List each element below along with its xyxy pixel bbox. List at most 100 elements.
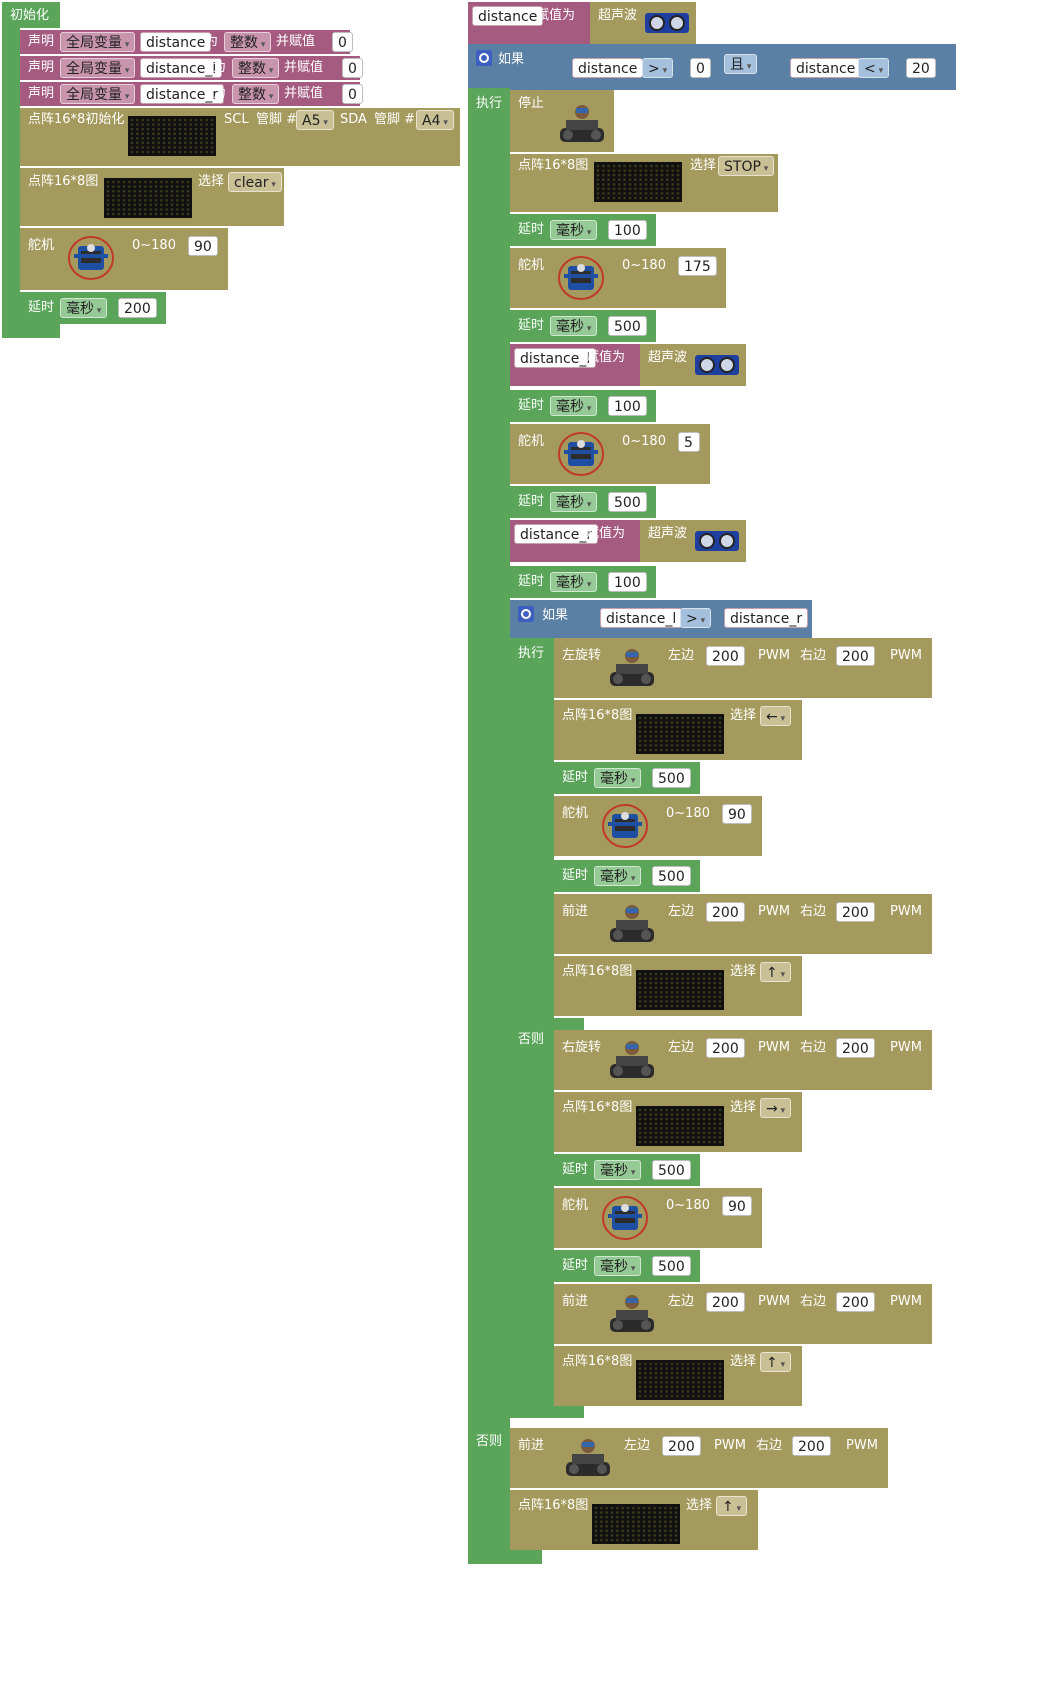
cmp1-var[interactable]: distance xyxy=(572,58,644,78)
type-dropdown[interactable]: 整数 xyxy=(232,84,280,104)
cmp2-op[interactable]: < xyxy=(858,58,890,78)
left-turn-lval[interactable]: 200 xyxy=(706,646,745,666)
var-name-field[interactable]: distance_l xyxy=(140,58,223,78)
cmp2-val[interactable]: 20 xyxy=(906,58,936,78)
servo-2-value[interactable]: 5 xyxy=(678,432,700,452)
sda-pin-dropdown[interactable]: A4 xyxy=(416,110,454,130)
setup-bottom-bar[interactable] xyxy=(2,320,60,338)
forward-1-right: 右边 xyxy=(800,904,827,919)
delay-2-unit[interactable]: 毫秒 xyxy=(550,316,598,336)
init-value-field[interactable]: 0 xyxy=(342,58,363,78)
delay-unit-dropdown[interactable]: 毫秒 xyxy=(60,298,108,318)
matrix-init-block[interactable] xyxy=(20,108,460,166)
forward-1-lval[interactable]: 200 xyxy=(706,902,745,922)
delay-3-unit[interactable]: 毫秒 xyxy=(550,396,598,416)
var-name-field[interactable]: distance_r xyxy=(140,84,225,104)
matrix-left-dropdown[interactable]: ← xyxy=(760,706,792,726)
matrix-up-2-dropdown[interactable]: ↑ xyxy=(760,1352,792,1372)
forward-3-rval[interactable]: 200 xyxy=(792,1436,831,1456)
gear-icon xyxy=(518,606,534,622)
delay-7-unit[interactable]: 毫秒 xyxy=(594,866,642,886)
delay-5-value[interactable]: 100 xyxy=(608,572,647,592)
delay-5-unit[interactable]: 毫秒 xyxy=(550,572,598,592)
left-turn-rval[interactable]: 200 xyxy=(836,646,875,666)
delay-1-value[interactable]: 100 xyxy=(608,220,647,240)
setup-body-bar[interactable] xyxy=(2,26,20,338)
else2-divider[interactable] xyxy=(510,1018,584,1030)
right-turn-lval[interactable]: 200 xyxy=(706,1038,745,1058)
matrix-right-dropdown[interactable]: → xyxy=(760,1098,792,1118)
delay-9-unit[interactable]: 毫秒 xyxy=(594,1256,642,1276)
assign-l-var[interactable]: distance_l xyxy=(514,348,597,368)
init-value-field[interactable]: 0 xyxy=(342,84,363,104)
cmp1-val[interactable]: 0 xyxy=(690,58,711,78)
pattern-dropdown[interactable]: clear xyxy=(228,172,282,192)
if2-var2[interactable]: distance_r xyxy=(724,608,809,628)
servo-motor-icon xyxy=(558,256,604,300)
delay-6-unit[interactable]: 毫秒 xyxy=(594,768,642,788)
declare-kw: 声明 xyxy=(28,86,55,101)
delay-2-value[interactable]: 500 xyxy=(608,316,647,336)
servo-2[interactable] xyxy=(510,424,710,484)
forward-2-pwm2: PWM xyxy=(890,1294,922,1309)
delay-9-value[interactable]: 500 xyxy=(652,1256,691,1276)
delay-4-value[interactable]: 500 xyxy=(608,492,647,512)
assign-var-field[interactable]: distance xyxy=(472,6,544,26)
assign-r-var[interactable]: distance_r xyxy=(514,524,599,544)
scl-pin-dropdown[interactable]: A5 xyxy=(296,110,334,130)
servo-1-value[interactable]: 175 xyxy=(678,256,717,276)
matrix-up-1-dropdown[interactable]: ↑ xyxy=(760,962,792,982)
servo-4-value[interactable]: 90 xyxy=(722,1196,752,1216)
delay-4-unit[interactable]: 毫秒 xyxy=(550,492,598,512)
forward-1-rval[interactable]: 200 xyxy=(836,902,875,922)
delay-8-value[interactable]: 500 xyxy=(652,1160,691,1180)
led-matrix-icon xyxy=(636,714,724,754)
right-turn-rval[interactable]: 200 xyxy=(836,1038,875,1058)
if2-op[interactable]: > xyxy=(680,608,712,628)
servo-angle-field[interactable]: 90 xyxy=(188,236,218,256)
servo-2-label: 舵机 xyxy=(518,434,545,449)
cmp1-op[interactable]: > xyxy=(642,58,674,78)
servo-label: 舵机 xyxy=(28,238,55,253)
scl-pin-label: 管脚 # xyxy=(256,112,298,127)
scope-dropdown[interactable]: 全局变量 xyxy=(60,32,136,52)
delay-7-value[interactable]: 500 xyxy=(652,866,691,886)
if2-var1[interactable]: distance_l xyxy=(600,608,683,628)
setup-hat-block[interactable] xyxy=(2,2,60,28)
delay-value-field[interactable]: 200 xyxy=(118,298,157,318)
cmp2-var[interactable]: distance xyxy=(790,58,862,78)
type-dropdown[interactable]: 整数 xyxy=(224,32,272,52)
delay-1-unit[interactable]: 毫秒 xyxy=(550,220,598,240)
delay-label: 延时 xyxy=(28,300,55,315)
led-matrix-icon xyxy=(104,178,192,218)
type-dropdown[interactable]: 整数 xyxy=(232,58,280,78)
var-name-field[interactable]: distance xyxy=(140,32,212,52)
do-label: 执行 xyxy=(476,96,503,111)
left-turn-pwm: PWM xyxy=(758,648,790,663)
left-turn-label: 左旋转 xyxy=(562,648,602,663)
and-dropdown[interactable]: 且 xyxy=(724,54,758,74)
matrix-up-3-select: 选择 xyxy=(686,1498,713,1513)
scl-label: SCL xyxy=(224,112,249,127)
loop-bottom-bar[interactable] xyxy=(468,1548,542,1564)
if2-bottom-bar[interactable] xyxy=(510,1406,584,1418)
matrix-up-1-select: 选择 xyxy=(730,964,757,979)
delay-3-value[interactable]: 100 xyxy=(608,396,647,416)
forward-2-rval[interactable]: 200 xyxy=(836,1292,875,1312)
forward-3-lval[interactable]: 200 xyxy=(662,1436,701,1456)
matrix-stop-dropdown[interactable]: STOP xyxy=(718,156,775,176)
loop-body-bar[interactable] xyxy=(468,88,510,1552)
matrix-up-3-dropdown[interactable]: ↑ xyxy=(716,1496,748,1516)
servo-3-value[interactable]: 90 xyxy=(722,804,752,824)
scope-dropdown[interactable]: 全局变量 xyxy=(60,58,136,78)
assign-r-sensor-label: 超声波 xyxy=(648,526,688,541)
scope-dropdown[interactable]: 全局变量 xyxy=(60,84,136,104)
delay-6-value[interactable]: 500 xyxy=(652,768,691,788)
matrix-left-label: 点阵16*8图 xyxy=(562,708,633,723)
forward-3-right: 右边 xyxy=(756,1438,783,1453)
servo-motor-icon xyxy=(602,804,648,848)
init-value-field[interactable]: 0 xyxy=(332,32,353,52)
forward-2-lval[interactable]: 200 xyxy=(706,1292,745,1312)
delay-8-unit[interactable]: 毫秒 xyxy=(594,1160,642,1180)
